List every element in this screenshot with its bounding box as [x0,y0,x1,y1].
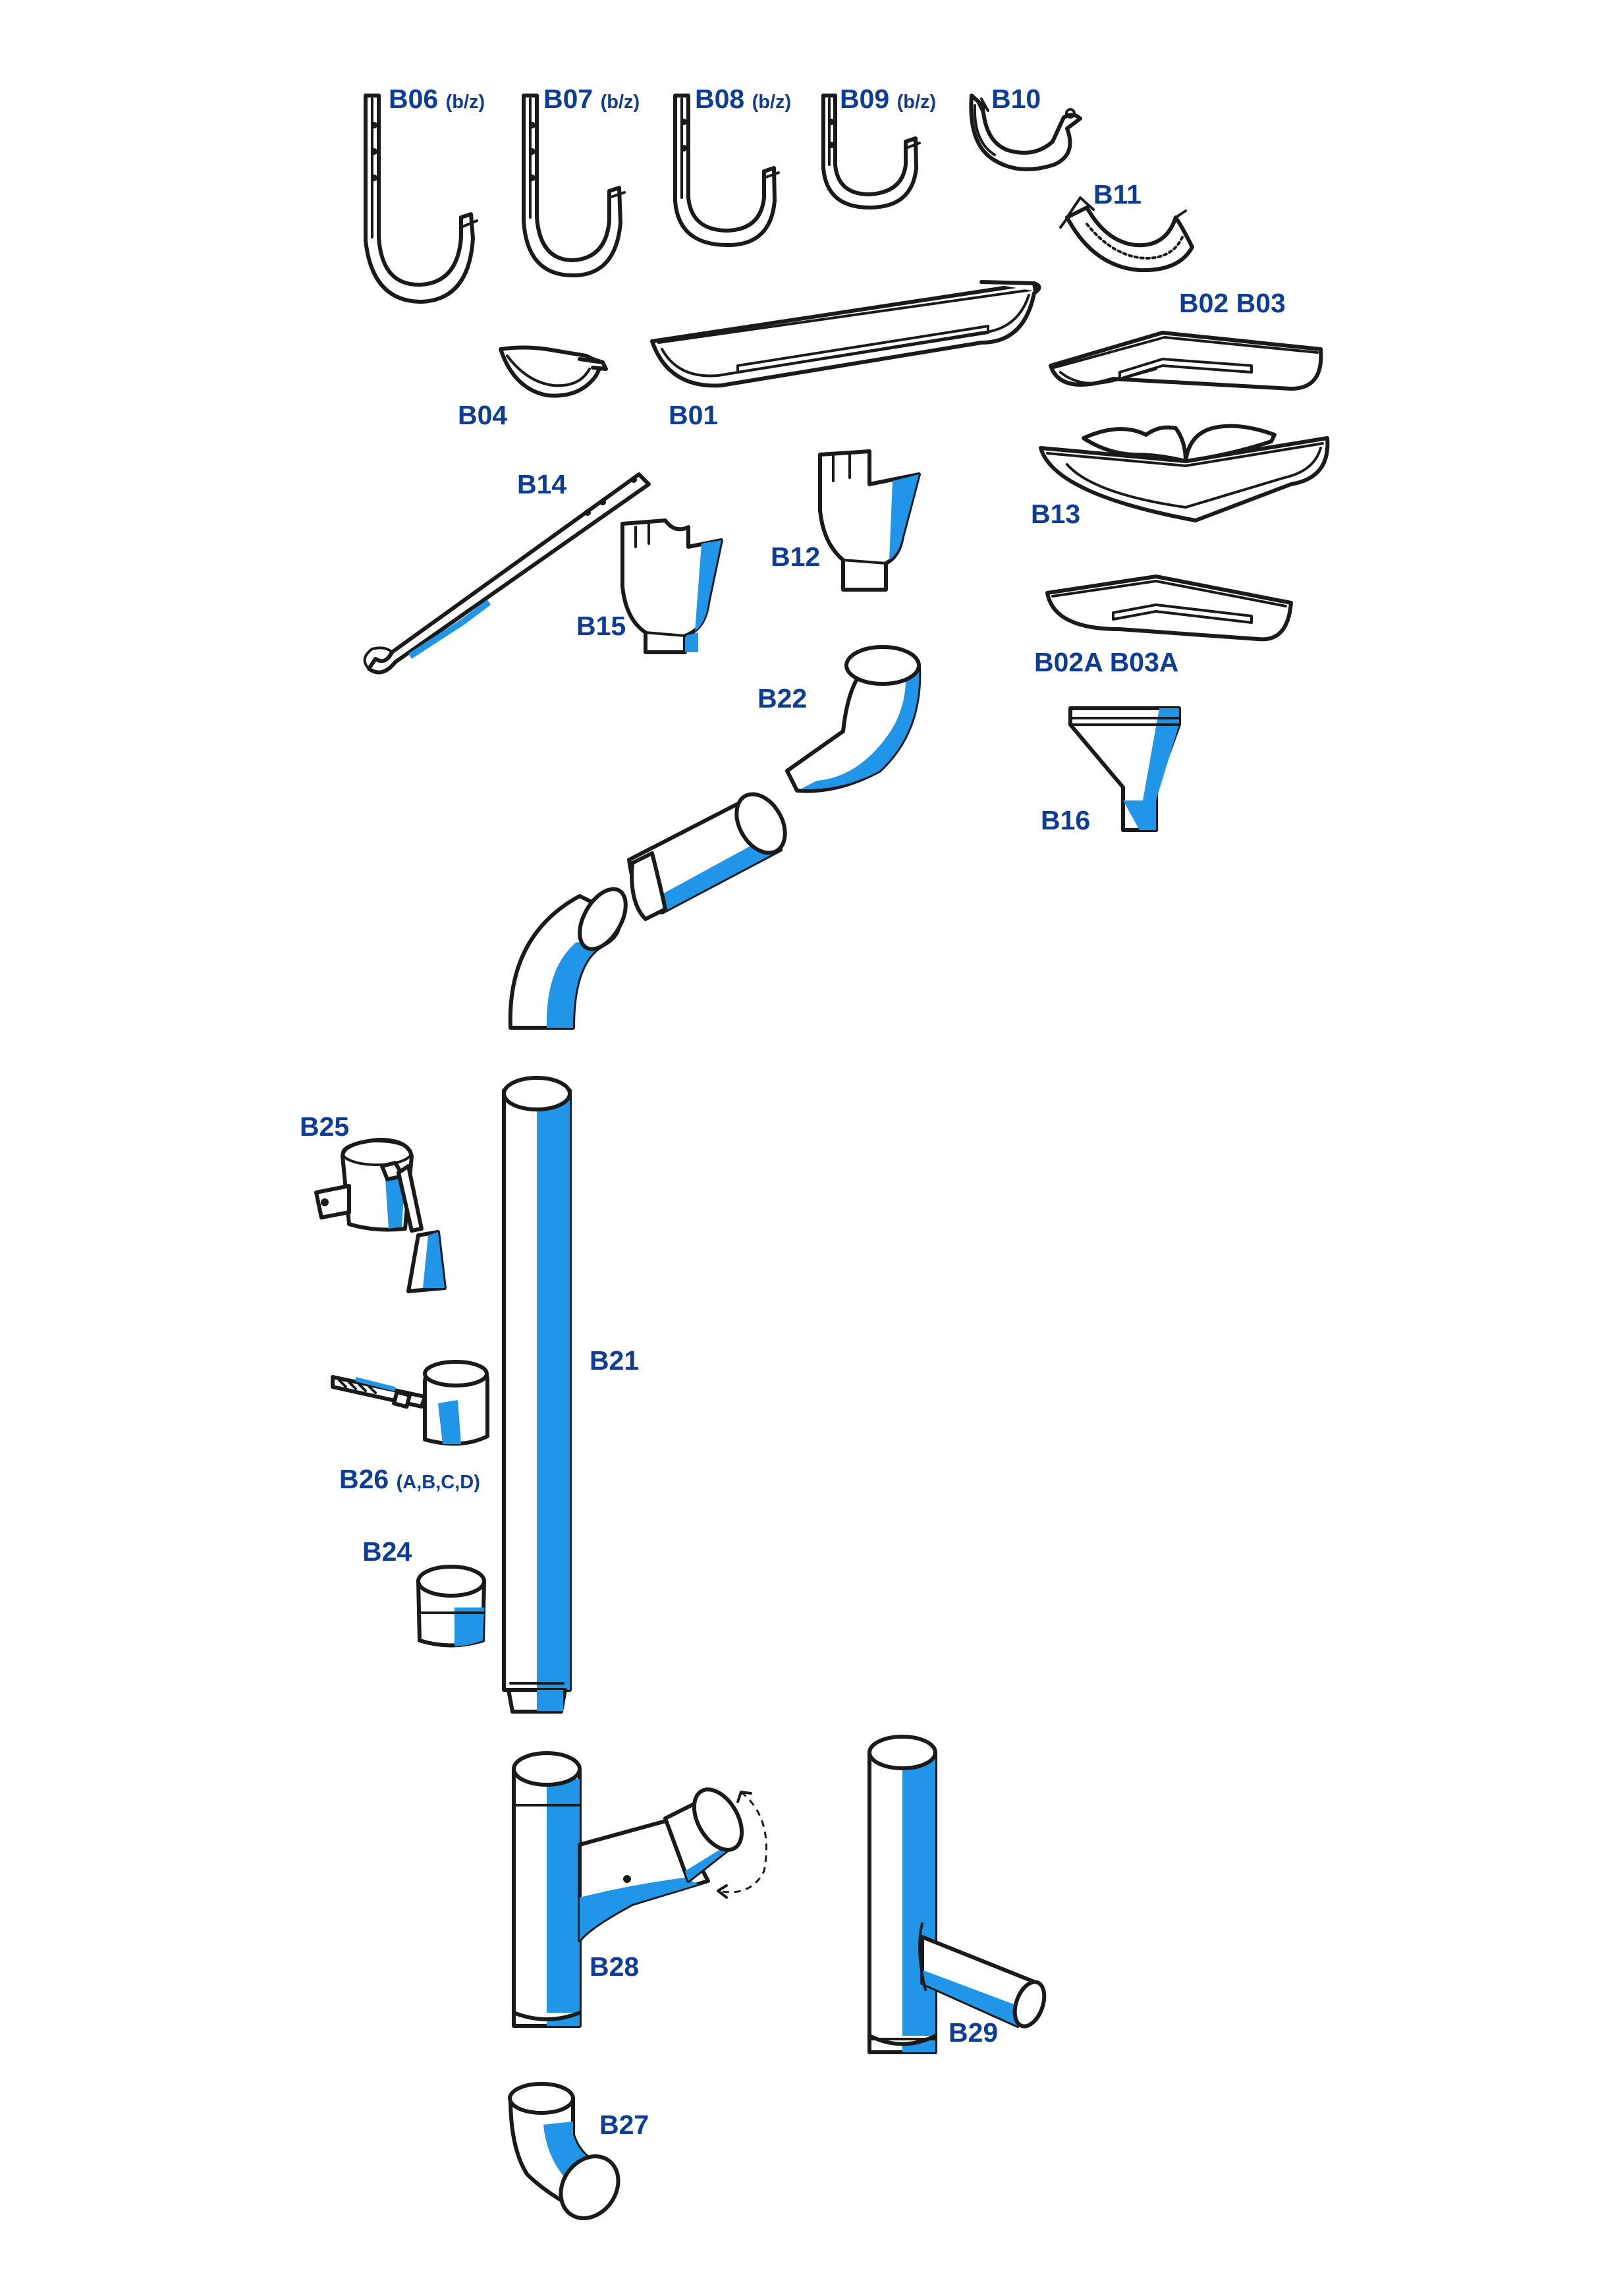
funnel-b16 [1068,706,1181,832]
label-b27: B27 [599,2112,649,2139]
label-b21: B21 [590,1347,639,1374]
label-b08: B08 (b/z) [695,86,791,113]
label-b06-suffix: (b/z) [445,92,485,113]
label-b11-code: B11 [1093,179,1142,210]
corner-b02-b03 [1049,331,1323,391]
label-b14-code: B14 [517,469,567,499]
label-b02-b03: B02 B03 [1179,290,1286,317]
label-b13-code: B13 [1031,499,1081,529]
label-b10-code: B10 [991,84,1041,114]
gutter-b01 [650,280,1041,388]
label-b11: B11 [1093,181,1142,208]
label-b06: B06 (b/z) [389,86,485,113]
label-b29-code: B29 [949,2017,999,2048]
corner-b13 [1039,424,1330,522]
label-b12: B12 [771,544,820,571]
corner-b02a-b03a [1045,574,1293,642]
label-b16-code: B16 [1041,805,1091,835]
label-b12-code: B12 [771,542,821,572]
label-b26: B26 (A,B,C,D) [339,1466,480,1493]
label-b09-suffix: (b/z) [896,92,937,113]
label-b04: B04 [458,402,507,429]
label-b15-code: B15 [576,611,626,641]
outlet-b15 [620,518,723,654]
label-b26-code: B26 [339,1464,389,1494]
downpipe-b21 [502,1076,572,1714]
bracket-strap-b14 [363,472,651,675]
hook-b10 [969,94,1082,172]
label-b08-code: B08 [695,84,745,114]
label-b22-code: B22 [757,683,808,714]
label-b15: B15 [576,613,626,640]
label-b07: B07 (b/z) [543,86,640,113]
hook-b07 [522,94,626,277]
pipe-cap-b24 [416,1565,486,1648]
shoe-b27 [508,2082,620,2220]
elbow-lower [508,887,628,1030]
outlet-b12 [818,449,921,592]
label-b07-suffix: (b/z) [600,92,640,113]
clamp-b25 [314,1138,424,1233]
label-b14: B14 [517,471,566,498]
label-b25: B25 [300,1113,349,1140]
label-b01: B01 [669,402,718,429]
label-b08-suffix: (b/z) [752,92,792,113]
label-b21-code: B21 [590,1345,640,1376]
tee-b29 [867,1735,1047,2054]
label-b10: B10 [991,86,1041,113]
label-b01-code: B01 [669,400,719,430]
elbow-b22 [785,645,922,793]
label-b27-code: B27 [599,2110,649,2140]
label-b29: B29 [949,2019,998,2046]
label-b24: B24 [362,1538,412,1565]
label-b02a-b03a-code: B02A B03A [1034,647,1179,677]
label-b16: B16 [1041,807,1090,834]
label-b13: B13 [1031,501,1080,528]
label-b02a-b03a: B02A B03A [1034,649,1179,676]
label-b07-code: B07 [543,84,593,114]
label-b26-suffix: (A,B,C,D) [396,1472,480,1493]
label-b06-code: B06 [389,84,439,114]
label-b25-code: B25 [300,1111,350,1142]
hook-b09 [821,94,921,210]
label-b24-code: B24 [362,1536,412,1567]
end-cap-b04 [499,345,608,398]
label-b09-code: B09 [840,84,890,114]
branch-b28 [512,1751,767,2028]
hook-b06 [364,94,478,304]
hook-b11 [1059,196,1194,273]
label-b28: B28 [590,1953,639,1980]
wedge-b25 [406,1230,447,1293]
label-b28-code: B28 [590,1951,640,1982]
label-b02-b03-code: B02 B03 [1179,288,1286,318]
label-b09: B09 (b/z) [840,86,936,113]
hook-b08 [673,94,780,247]
label-b04-code: B04 [458,400,508,430]
pipe-bracket-b26 [331,1360,489,1446]
label-b22: B22 [757,685,807,712]
pipe-segment [627,792,787,921]
